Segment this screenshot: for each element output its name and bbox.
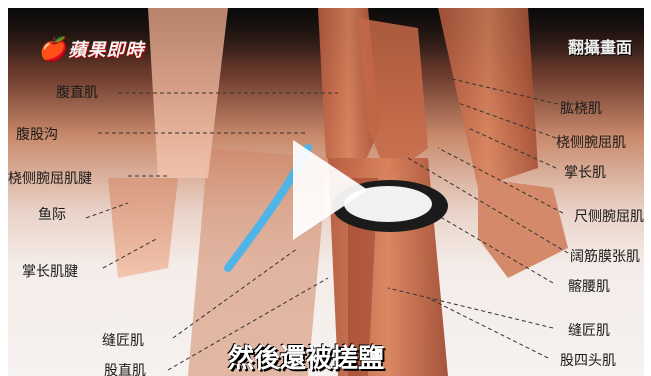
label-iliopsoas: 髂腰肌 [568,276,610,296]
news-logo: 🍎蘋果即時 [38,36,144,62]
source-label: 翻攝畫面 [568,34,632,58]
label-palmaris-tendon: 掌长肌腱 [22,261,78,281]
label-thenar: 鱼际 [38,204,66,224]
play-icon[interactable] [268,130,388,250]
apple-icon: 🍎 [38,37,66,62]
label-sartorius-left: 缝匠肌 [102,330,144,350]
label-fcr: 桡侧腕屈肌 [556,132,626,152]
label-rectus-femoris: 股直肌 [104,360,146,376]
label-palmaris-longus: 掌长肌 [564,162,606,182]
video-frame[interactable]: 🍎蘋果即時 翻攝畫面 腹直肌 腹股沟 桡侧腕屈肌腱 鱼际 掌长肌腱 缝匠肌 股直… [8,8,644,376]
label-fcu: 尺侧腕屈肌 [574,206,644,226]
label-rectus-abdominis: 腹直肌 [56,82,98,102]
label-quadriceps: 股四头肌 [560,350,616,370]
label-brachioradialis: 肱桡肌 [560,98,602,118]
label-fcr-tendon: 桡侧腕屈肌腱 [8,168,92,188]
label-sartorius-right: 缝匠肌 [568,320,610,340]
label-groin: 腹股沟 [16,124,58,144]
label-tfl: 阔筋膜张肌 [570,246,640,266]
subtitle-caption: 然後還被搓鹽 [228,338,384,375]
